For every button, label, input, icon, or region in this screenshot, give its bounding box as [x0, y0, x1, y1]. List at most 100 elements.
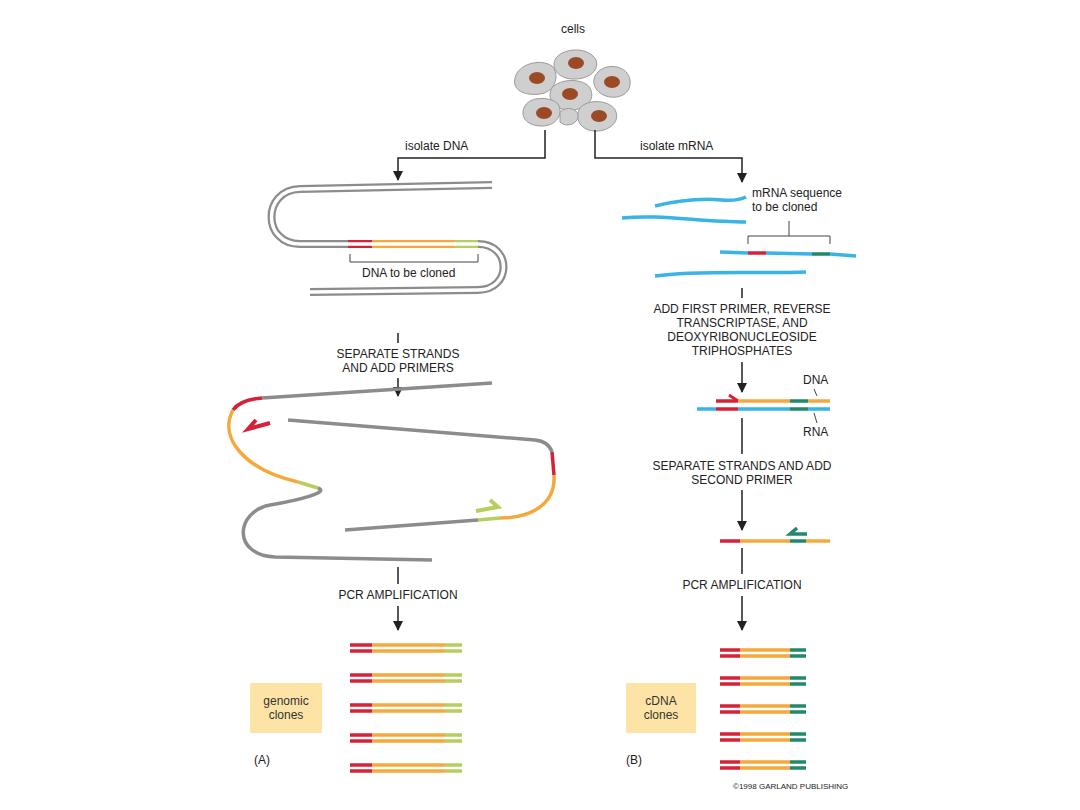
- strand-segment: [372, 769, 445, 773]
- flow-arrow: [397, 378, 399, 396]
- strand-segment: [372, 643, 445, 647]
- callout-label: mRNA sequence to be cloned: [752, 186, 852, 214]
- strand-segment: [740, 682, 790, 686]
- strand-segment: [445, 673, 462, 677]
- rna-dna-hybrid: [697, 395, 830, 409]
- strand-segment: [790, 654, 806, 658]
- genomic-clone-copies: [350, 645, 462, 771]
- strand-segment: [790, 676, 806, 680]
- separated-strands: [229, 383, 554, 560]
- strand-segment: [445, 649, 462, 653]
- strand-segment: [445, 733, 462, 737]
- strand-segment: [740, 738, 790, 742]
- strand-segment: [790, 760, 806, 764]
- flow-arrow: [397, 606, 399, 630]
- strand-segment: [445, 763, 462, 767]
- flow-arrow: [398, 130, 545, 180]
- strand-segment: [372, 739, 445, 743]
- strand-segment: [740, 732, 790, 736]
- strand-segment: [790, 710, 806, 714]
- strand-segment: [350, 673, 372, 677]
- panel-label: (B): [626, 753, 666, 767]
- strand-segment: [445, 643, 462, 647]
- strand-segment: [350, 769, 372, 773]
- strand-segment: [720, 704, 740, 708]
- strand-segment: [445, 739, 462, 743]
- primer: [476, 500, 498, 511]
- flow-arrow: [741, 362, 743, 392]
- strand-segment: [740, 760, 790, 764]
- label-box: cDNA clones: [626, 683, 696, 733]
- step-label: ADD FIRST PRIMER, REVERSE TRANSCRIPTASE,…: [647, 302, 837, 358]
- strand-segment: [350, 679, 372, 683]
- bracket: [748, 221, 830, 244]
- box-text: cDNA clones: [632, 694, 690, 722]
- strand-segment: [790, 648, 806, 652]
- strand-segment: [740, 710, 790, 714]
- bracket: [350, 254, 478, 262]
- label-box: genomic clones: [250, 683, 322, 733]
- leader-line: [814, 389, 817, 423]
- step-label: PCR AMPLIFICATION: [313, 588, 483, 602]
- copyright-note: ©1998 GARLAND PUBLISHING: [733, 781, 933, 792]
- strand-segment: [790, 704, 806, 708]
- strand-segment: [720, 648, 740, 652]
- strand-segment: [720, 710, 740, 714]
- box-text: genomic clones: [256, 694, 316, 722]
- strand-label: DNA: [803, 373, 843, 387]
- clone-duplex: [720, 706, 806, 712]
- strand-segment: [740, 676, 790, 680]
- clone-duplex: [720, 734, 806, 740]
- primer: [790, 528, 807, 534]
- step-label: PCR AMPLIFICATION: [657, 578, 827, 592]
- strand-segment: [720, 654, 740, 658]
- strand-segment: [372, 649, 445, 653]
- strand-segment: [350, 739, 372, 743]
- strand-label: RNA: [803, 425, 843, 439]
- strand-segment: [350, 709, 372, 713]
- step-label: SEPARATE STRANDS AND ADD SECOND PRIMER: [652, 459, 832, 487]
- strand-segment: [790, 738, 806, 742]
- strand-segment: [445, 679, 462, 683]
- strand-segment: [372, 709, 445, 713]
- flow-line: [397, 333, 399, 343]
- strand-segment: [350, 643, 372, 647]
- strand-segment: [720, 738, 740, 742]
- strand-segment: [740, 648, 790, 652]
- strand-segment: [445, 709, 462, 713]
- primer: [248, 420, 270, 429]
- flow-line: [741, 418, 743, 454]
- callout-label: DNA to be cloned: [362, 266, 492, 280]
- strand-segment: [350, 649, 372, 653]
- flow-arrow: [595, 130, 742, 182]
- strand-segment: [372, 673, 445, 677]
- clone-duplex: [350, 705, 462, 711]
- clone-duplex: [720, 678, 806, 684]
- strand-segment: [350, 733, 372, 737]
- panel-label: (A): [254, 753, 294, 767]
- strand-segment: [445, 703, 462, 707]
- strand-segment: [720, 766, 740, 770]
- strand-segment: [372, 763, 445, 767]
- clone-duplex: [350, 735, 462, 741]
- strand-segment: [740, 766, 790, 770]
- step-label: isolate mRNA: [640, 139, 750, 153]
- strand-segment: [720, 676, 740, 680]
- strand-segment: [790, 682, 806, 686]
- strand-segment: [372, 679, 445, 683]
- strand-segment: [350, 703, 372, 707]
- flow-arrow: [741, 596, 743, 630]
- strand-segment: [445, 769, 462, 773]
- flow-arrow: [741, 490, 743, 530]
- clone-duplex: [350, 765, 462, 771]
- clone-duplex: [350, 675, 462, 681]
- cdna-clone-copies: [720, 650, 806, 768]
- strand-segment: [740, 654, 790, 658]
- strand-segment: [350, 763, 372, 767]
- clone-duplex: [350, 645, 462, 651]
- strand-segment: [720, 760, 740, 764]
- flow-line: [741, 288, 743, 298]
- strand-segment: [720, 732, 740, 736]
- strand-segment: [740, 704, 790, 708]
